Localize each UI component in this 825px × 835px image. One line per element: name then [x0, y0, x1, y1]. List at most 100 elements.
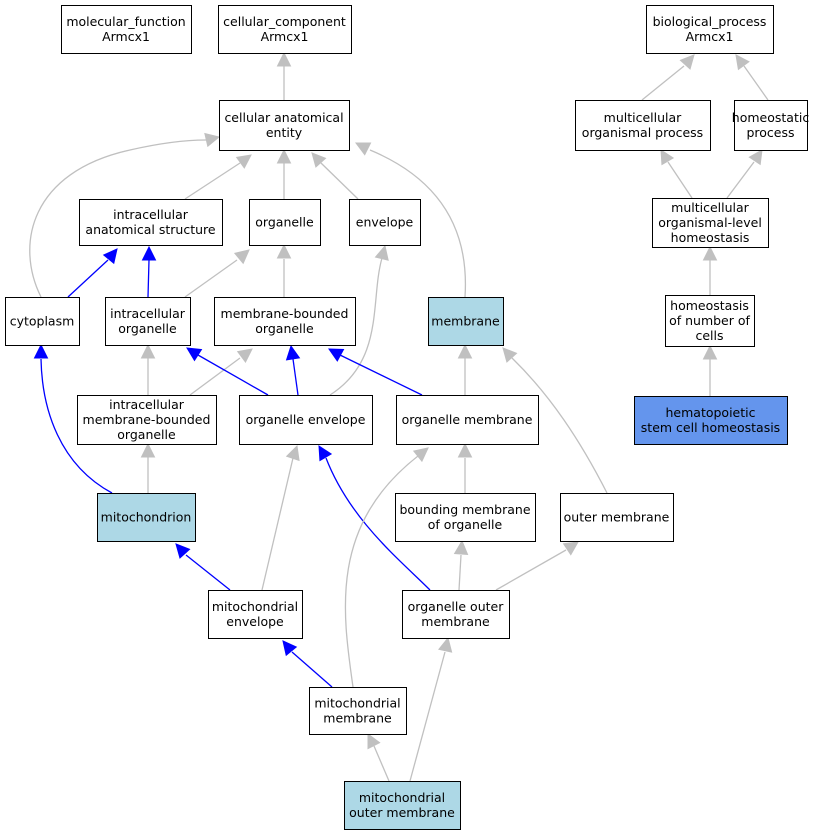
edge-mmem-is-a-om [344, 447, 429, 688]
edge-mom-is-a-mmem [367, 733, 390, 782]
term-box[interactable] [5, 297, 80, 346]
edge-line [40, 358, 113, 494]
term-label-line: membrane [431, 314, 500, 329]
edge-line [67, 259, 109, 298]
edge-ias-is-a-cae [184, 154, 252, 200]
term-box[interactable] [61, 5, 192, 54]
term-box[interactable] [652, 198, 769, 248]
edge-arrowhead [318, 445, 333, 462]
term-box[interactable] [428, 297, 504, 346]
edge-mito-is-a-imbo [140, 442, 156, 493]
edge-mmem-part-of-menv [282, 640, 333, 688]
term-node-mito[interactable]: mitochondrion [97, 493, 196, 542]
term-box[interactable] [344, 781, 461, 830]
term-label-line: mitochondrion [101, 510, 192, 525]
edge-arrowhead [285, 344, 301, 361]
edge-arrowhead [276, 243, 292, 259]
term-node-oe[interactable]: organelle envelope [239, 395, 373, 445]
term-box[interactable] [734, 100, 808, 151]
term-label-line: Armcx1 [102, 29, 150, 44]
edge-arrowhead [285, 444, 300, 462]
term-box[interactable] [402, 590, 510, 639]
term-box[interactable] [218, 5, 352, 54]
edge-arrowhead [311, 152, 327, 168]
edge-line [344, 455, 419, 688]
term-label-line: organismal-level [658, 215, 762, 230]
term-box[interactable] [349, 199, 421, 246]
edge-hp-is-a-bp [735, 54, 769, 101]
term-box[interactable] [396, 395, 539, 445]
term-node-env[interactable]: envelope [349, 199, 421, 246]
edge-arrowhead [204, 132, 221, 148]
term-node-mem[interactable]: membrane [428, 297, 504, 346]
edge-org-is-a-cae [276, 148, 292, 199]
edge-arrowhead [438, 636, 453, 653]
edge-mbo-is-a-org [276, 243, 292, 297]
term-box[interactable] [665, 295, 755, 347]
edge-line [743, 65, 769, 101]
term-box[interactable] [214, 297, 356, 346]
term-box[interactable] [646, 5, 774, 54]
edge-mp-is-a-bp [641, 54, 695, 101]
term-label-line: molecular_function [66, 14, 185, 29]
edge-om-part-of-mbo [328, 348, 423, 396]
term-box[interactable] [575, 100, 711, 151]
term-label-line: intracellular [113, 207, 189, 222]
term-box[interactable] [395, 493, 536, 542]
term-label-line: membrane [421, 614, 490, 629]
edge-line [292, 358, 299, 396]
edge-line [339, 354, 423, 396]
term-label-line: intracellular [110, 306, 186, 321]
edge-mito-part-of-cyt [33, 343, 113, 494]
term-box[interactable] [309, 687, 407, 735]
edge-line [184, 259, 238, 298]
edge-line [185, 554, 231, 591]
term-box[interactable] [249, 199, 321, 246]
term-label-line: of organelle [428, 517, 503, 532]
term-node-outm[interactable]: outer membrane [560, 493, 674, 542]
term-label-line: homeostasis [671, 230, 750, 245]
term-node-cyt[interactable]: cytoplasm [5, 297, 80, 346]
term-label-line: Armcx1 [261, 29, 309, 44]
term-box[interactable] [77, 395, 217, 445]
edge-line [291, 651, 333, 688]
term-box[interactable] [634, 396, 788, 445]
edge-arrowhead [235, 154, 252, 169]
edge-cyt-is-a-cae [29, 132, 221, 298]
term-label-line: of number of [669, 313, 750, 328]
term-box[interactable] [560, 493, 674, 542]
term-node-om[interactable]: organelle membrane [396, 395, 539, 445]
term-box[interactable] [105, 297, 191, 346]
term-box[interactable] [208, 590, 303, 639]
edge-arrowhead [735, 54, 750, 71]
term-node-org[interactable]: organelle [249, 199, 321, 246]
term-box[interactable] [219, 100, 350, 151]
term-box[interactable] [97, 493, 196, 542]
term-label-line: envelope [356, 215, 414, 230]
term-box[interactable] [239, 395, 373, 445]
edge-oom-is-a-bmo [453, 539, 469, 591]
edge-line [189, 357, 241, 396]
edge-hnc-is-a-mlh [702, 245, 718, 295]
term-box[interactable] [79, 199, 223, 246]
edge-arrowhead [328, 348, 345, 362]
term-label-line: bounding membrane [399, 502, 530, 517]
